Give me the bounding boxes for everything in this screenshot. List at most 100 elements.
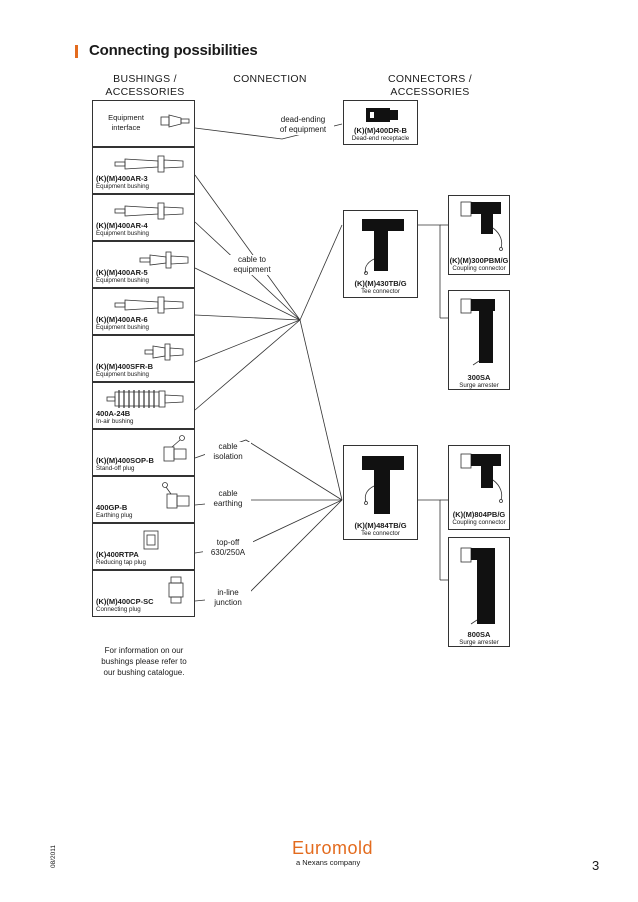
connector-tee484-name: (K)(M)484TB/G: [354, 521, 407, 530]
connection-in-line-line1: in-line: [217, 588, 239, 597]
bushing-ar5: (K)(M)400AR-5 Equipment bushing: [92, 241, 195, 288]
column-heading-connectors-line1: CONNECTORS /: [388, 73, 472, 85]
line-tee430-right: [418, 224, 441, 318]
bushing-rtpa: (K)400RTPA Reducing tap plug: [92, 523, 195, 570]
line-ar6: [194, 314, 301, 321]
connection-dead-ending: dead-ending of equipment: [272, 115, 334, 135]
column-heading-bushings-line2: ACCESSORIES: [105, 86, 185, 98]
connection-dead-ending-line1: dead-ending: [280, 115, 326, 124]
connection-cable-isolation: cable isolation: [205, 442, 251, 462]
bushing-24b-name: 400A-24B: [96, 409, 131, 418]
bushing-sfr: (K)(M)400SFR-B Equipment bushing: [92, 335, 195, 382]
note-line3: our bushing catalogue.: [103, 668, 185, 677]
column-heading-bushings: BUSHINGS / ACCESSORIES: [95, 73, 195, 99]
equipment-interface-line1: Equipment: [108, 113, 144, 122]
bushing-24b-desc: In-air bushing: [96, 418, 134, 425]
connector-tee484-desc: Tee connector: [361, 530, 400, 537]
bushing-gp: 400GP-B Earthing plug: [92, 476, 195, 523]
publication-date: 08/2011: [50, 844, 57, 868]
connection-cable-to-equipment-line2: equipment: [233, 265, 271, 274]
brand-subtitle: a Nexans company: [296, 858, 361, 867]
connector-dead-end: (K)(M)400DR-B Dead-end receptacle: [343, 100, 418, 145]
line-tee484-right: [418, 499, 441, 580]
line-ar5: [194, 267, 301, 321]
line-hub-tee430: [299, 224, 343, 321]
bushing-ar6-icon: [114, 296, 184, 314]
line-ar3: [194, 174, 301, 321]
line-sfr: [194, 319, 301, 363]
bushing-cp-icon: [168, 576, 184, 604]
bushing-rtpa-name: (K)400RTPA: [96, 550, 139, 559]
connector-tee430: (K)(M)430TB/G Tee connector: [343, 210, 418, 298]
equipment-interface-line2: interface: [111, 123, 141, 132]
bushing-sop-icon: [163, 435, 187, 462]
connector-coupling300-icon: [460, 201, 503, 251]
connection-cable-earthing: cable earthing: [205, 489, 251, 509]
bushing-gp-icon: [162, 482, 190, 509]
connector-coupling804-desc: Coupling connector: [452, 519, 506, 526]
connection-cable-earthing-line2: earthing: [213, 499, 243, 508]
bushing-ar4-icon: [114, 202, 184, 220]
bushing-ar3-desc: Equipment bushing: [96, 183, 149, 190]
connection-dead-ending-line2: of equipment: [279, 125, 327, 134]
page-number: 3: [592, 858, 600, 873]
connector-tee430-name: (K)(M)430TB/G: [354, 279, 407, 288]
bushing-gp-desc: Earthing plug: [96, 512, 133, 519]
connector-surge800-icon: [460, 547, 495, 625]
bushing-ar3-name: (K)(M)400AR-3: [96, 174, 148, 183]
bushing-sop-desc: Stand-off plug: [96, 465, 135, 472]
note-line1: For information on our: [104, 646, 184, 655]
bushing-gp-name: 400GP-B: [96, 503, 128, 512]
bushing-ar6: (K)(M)400AR-6 Equipment bushing: [92, 288, 195, 335]
connector-coupling300-name: (K)(M)300PBM/G: [449, 256, 509, 265]
bushing-ar4: (K)(M)400AR-4 Equipment bushing: [92, 194, 195, 241]
column-heading-bushings-line1: BUSHINGS /: [113, 73, 177, 85]
connector-surge800-desc: Surge arrester: [459, 639, 499, 646]
connector-tee430-icon: [362, 219, 404, 275]
bushing-ar5-desc: Equipment bushing: [96, 277, 149, 284]
connection-cable-earthing-line1: cable: [218, 489, 238, 498]
bushing-ar5-icon: [139, 251, 189, 269]
brand-logo: Euromold: [292, 838, 374, 858]
bushing-equipment-interface: Equipment interface: [92, 100, 195, 147]
equipment-interface-label: Equipment interface: [103, 113, 149, 133]
connector-surge300-desc: Surge arrester: [459, 382, 499, 389]
connector-surge300-icon: [460, 298, 495, 366]
connection-cable-to-equipment: cable to equipment: [226, 255, 278, 275]
connector-dead-end-desc: Dead-end receptacle: [351, 135, 410, 142]
bushing-catalogue-note: For information on our bushings please r…: [98, 645, 190, 678]
bushing-rtpa-desc: Reducing tap plug: [96, 559, 146, 566]
connection-top-off-line1: top-off: [216, 538, 240, 547]
bushing-ar6-name: (K)(M)400AR-6: [96, 315, 148, 324]
connection-cable-isolation-line1: cable: [218, 442, 238, 451]
bushing-sfr-desc: Equipment bushing: [96, 371, 149, 378]
connection-in-line-line2: junction: [214, 598, 242, 607]
bushing-sop: (K)(M)400SOP-B Stand-off plug: [92, 429, 195, 476]
connection-cable-to-equipment-line1: cable to: [237, 255, 267, 264]
bushing-sfr-icon: [144, 343, 184, 361]
connector-surge300: 300SA Surge arrester: [448, 290, 510, 390]
bushing-ar6-desc: Equipment bushing: [96, 324, 149, 331]
bushing-ar5-name: (K)(M)400AR-5: [96, 268, 148, 277]
connector-surge800-name: 800SA: [467, 630, 491, 639]
bushing-rtpa-icon: [143, 530, 159, 550]
connection-top-off: top-off 630/250A: [203, 538, 253, 558]
connection-cable-isolation-line2: isolation: [213, 452, 243, 461]
connector-dead-end-name: (K)(M)400DR-B: [354, 126, 407, 135]
connector-coupling804: (K)(M)804PB/G Coupling connector: [448, 445, 510, 530]
connection-top-off-line2: 630/250A: [210, 548, 246, 557]
bushing-ar4-desc: Equipment bushing: [96, 230, 149, 237]
connector-coupling300: (K)(M)300PBM/G Coupling connector: [448, 195, 510, 275]
line-hub-tee484: [299, 319, 343, 501]
note-line2: bushings please refer to: [101, 657, 187, 666]
column-heading-connectors-line2: ACCESSORIES: [390, 86, 470, 98]
bushing-cp: (K)(M)400CP-SC Connecting plug: [92, 570, 195, 617]
bushing-ar3: (K)(M)400AR-3 Equipment bushing: [92, 147, 195, 194]
column-heading-connectors: CONNECTORS / ACCESSORIES: [380, 73, 480, 99]
connector-tee430-desc: Tee connector: [361, 288, 400, 295]
bushing-cp-name: (K)(M)400CP-SC: [96, 597, 154, 606]
bushing-sop-name: (K)(M)400SOP-B: [96, 456, 154, 465]
equipment-interface-icon: [160, 114, 190, 128]
connector-surge800: 800SA Surge arrester: [448, 537, 510, 647]
connector-surge300-name: 300SA: [467, 373, 491, 382]
